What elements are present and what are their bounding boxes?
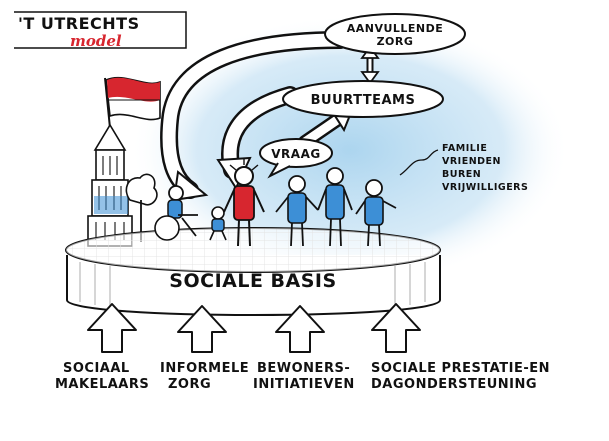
aanvullende-label: AANVULLENDE	[347, 22, 444, 35]
support-arrows	[87, 303, 421, 353]
pillar-4-line1: SOCIALE PRESTATIE-EN	[371, 361, 550, 376]
network-familie: FAMILIE	[442, 143, 487, 154]
zorg-label: ZORG	[377, 35, 414, 48]
bubble-buurtteams: BUURTTEAMS	[282, 80, 444, 118]
network-person-3	[355, 179, 397, 247]
pillar-3-line1: BEWONERS-	[257, 361, 350, 376]
pillar-3-line2: INITIATIEVEN	[253, 377, 355, 392]
network-list: FAMILIE VRIENDEN BUREN VRIJWILLIGERS	[399, 143, 528, 193]
network-person-1	[275, 175, 319, 247]
buurtteams-label: BUURTTEAMS	[311, 93, 416, 108]
pillar-arrow-3	[275, 305, 325, 353]
people-group	[154, 158, 397, 247]
pillar-1-line2: MAKELAARS	[55, 377, 149, 392]
pillar-arrow-4	[371, 303, 421, 353]
network-vrijwilligers: VRIJWILLIGERS	[442, 182, 528, 193]
pillar-arrow-1	[87, 303, 137, 353]
pillar-2-line2: ZORG	[168, 377, 211, 392]
logo-model: model	[70, 32, 122, 50]
network-person-2	[317, 167, 353, 247]
network-buren: BUREN	[442, 169, 481, 180]
bubble-vraag: VRAAG	[259, 138, 333, 179]
wheelchair-person	[154, 185, 198, 241]
wheelchair-icon	[154, 215, 180, 241]
vraag-label: VRAAG	[271, 147, 320, 161]
logo-title: 'T UTRECHTS	[18, 14, 140, 33]
pillar-labels: SOCIAAL MAKELAARS INFORMELE ZORG BEWONER…	[55, 361, 550, 392]
network-vrienden: VRIENDEN	[442, 156, 501, 167]
central-person	[223, 158, 265, 247]
bubble-aanvullende-zorg: AANVULLENDE ZORG	[324, 13, 466, 55]
dom-tower	[87, 76, 161, 247]
arrow-buurtteams-to-people	[216, 86, 299, 191]
sociale-basis-platform: SOCIALE BASIS	[65, 227, 441, 316]
pillar-2-line1: INFORMELE	[160, 361, 249, 376]
child	[209, 206, 227, 241]
pillar-arrow-2	[177, 305, 227, 353]
logo: 'T UTRECHTS model	[14, 11, 187, 50]
pillar-4-line2: DAGONDERSTEUNING	[371, 377, 537, 392]
sociale-basis-label: SOCIALE BASIS	[169, 270, 336, 292]
pillar-1-line1: SOCIAAL	[63, 361, 130, 376]
